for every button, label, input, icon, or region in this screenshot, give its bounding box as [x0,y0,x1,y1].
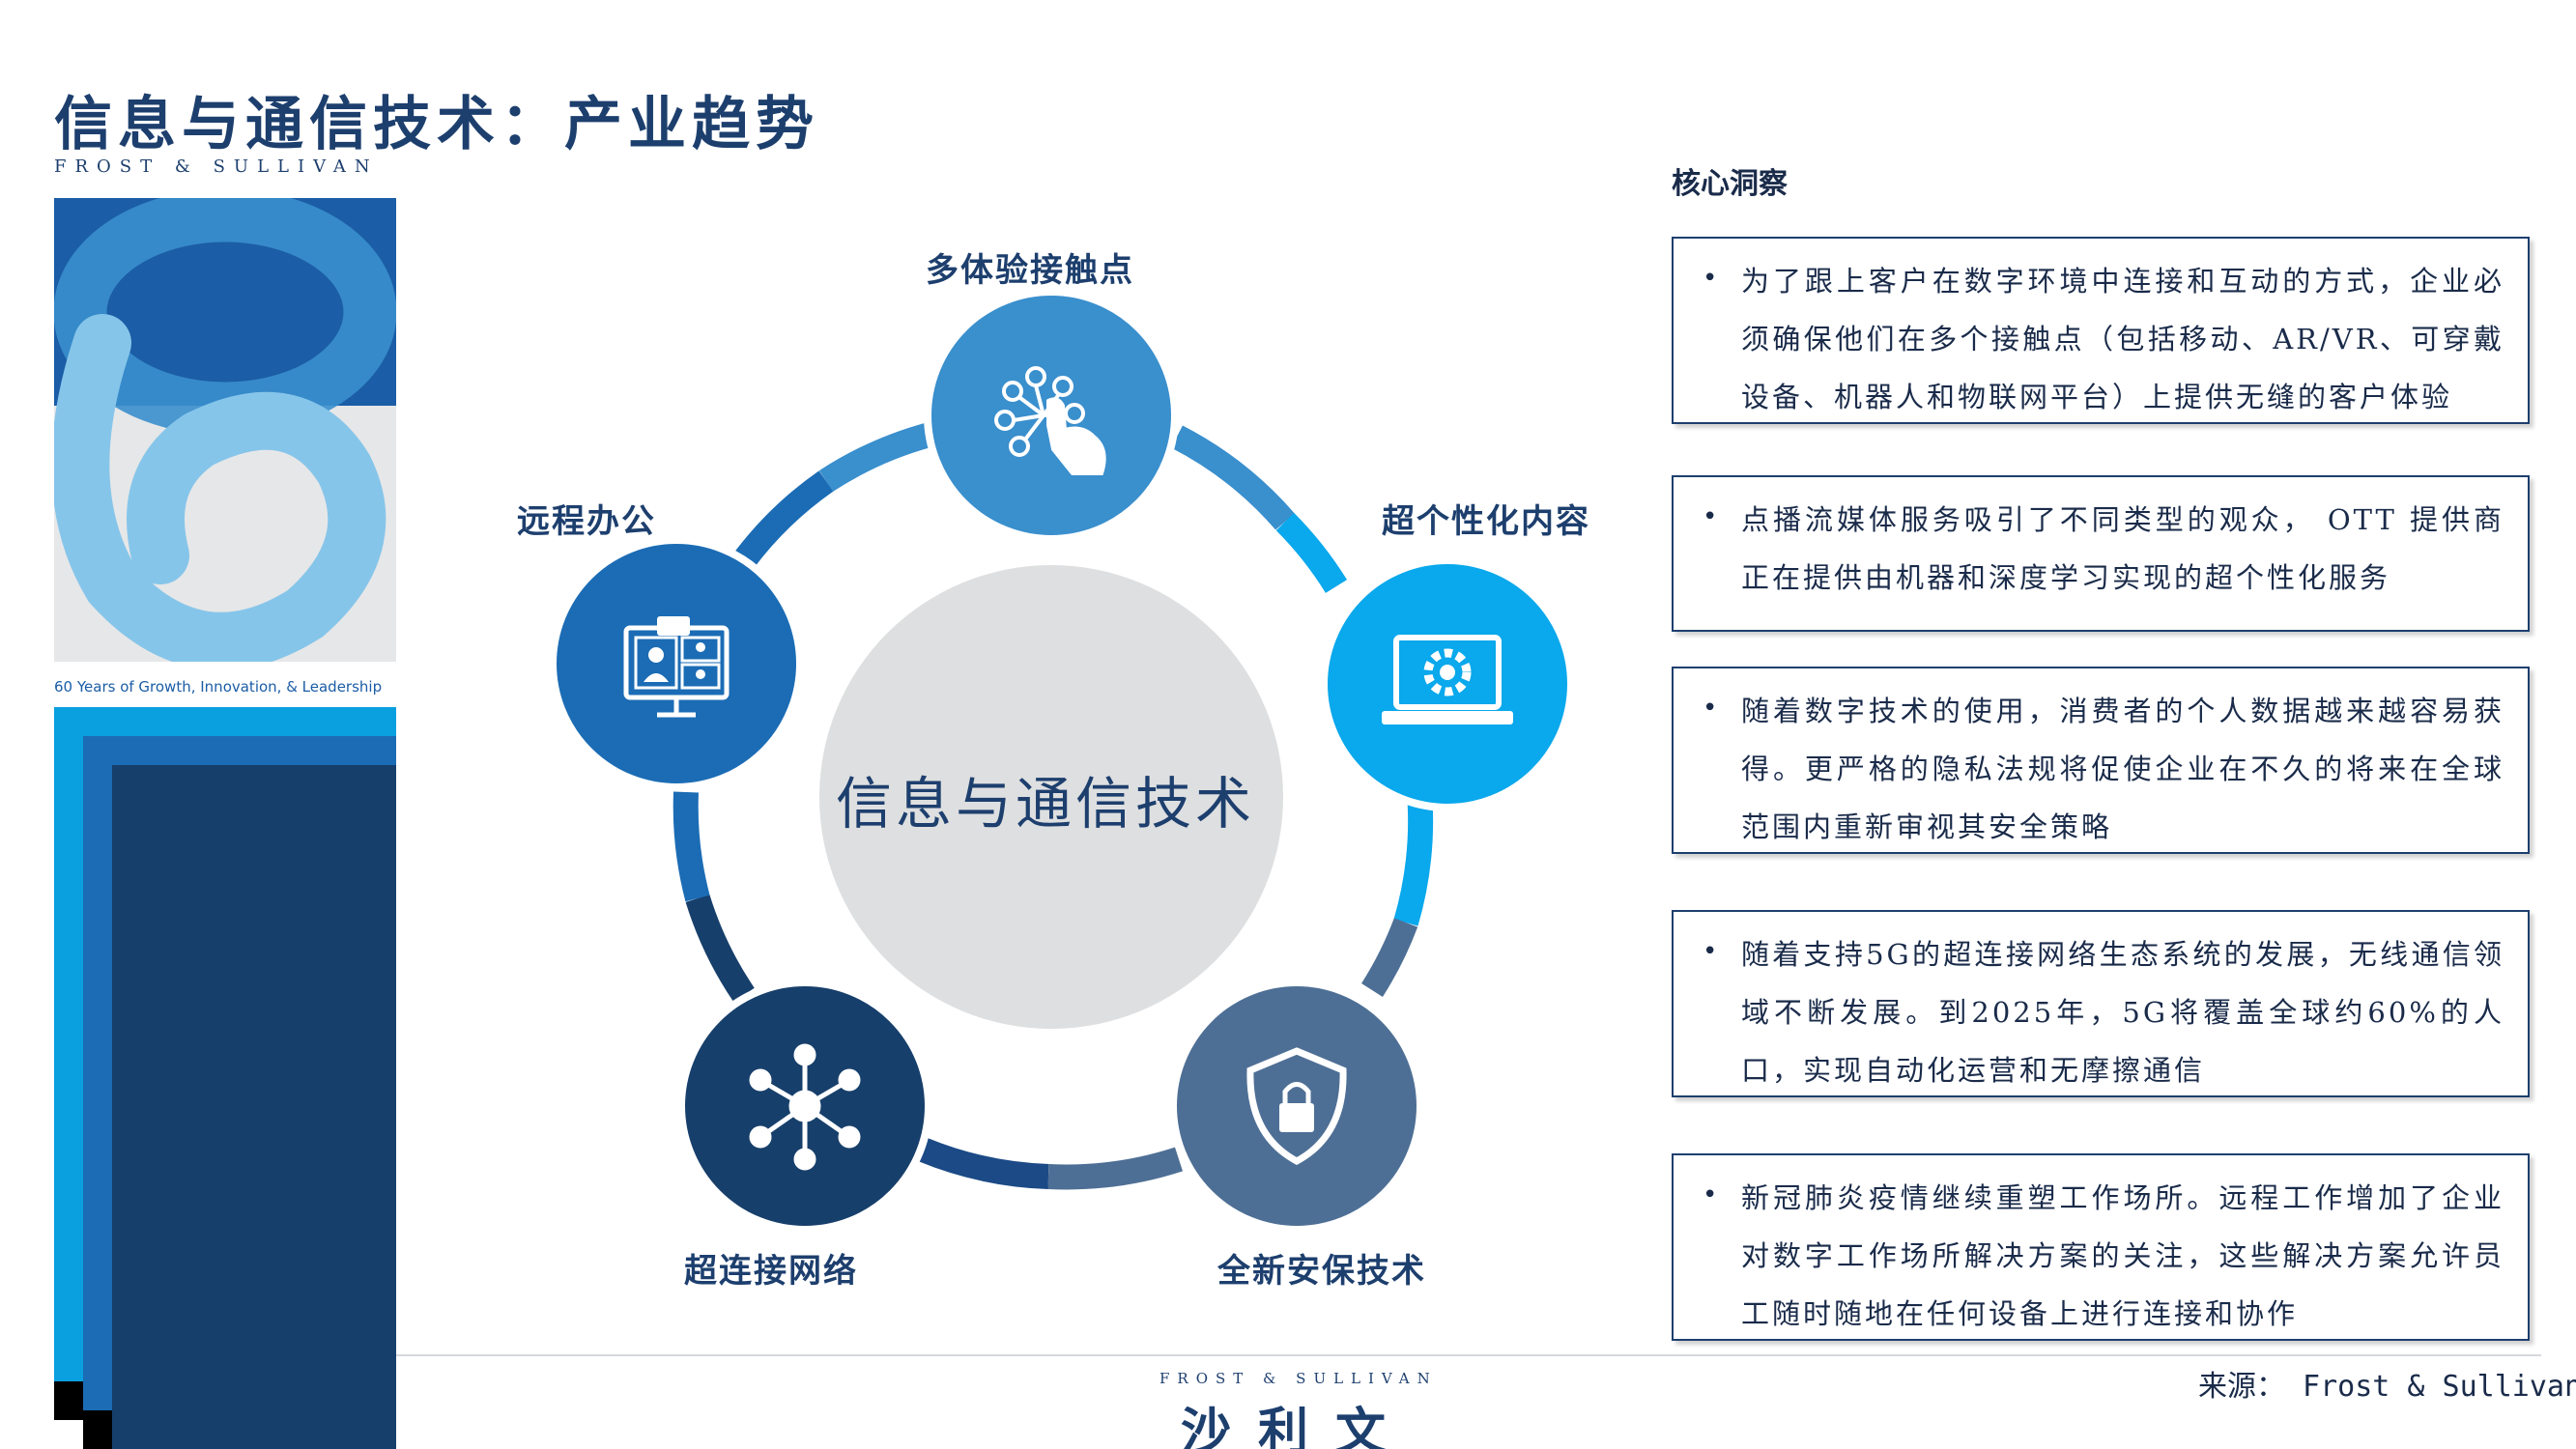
footer-brand-logo: 沙利文 [1181,1404,1414,1449]
insight-text: 点播流媒体服务吸引了不同类型的观众， OTT 提供商正在提供由机器和深度学习实现… [1741,503,2504,594]
bullet-icon: • [1703,694,1718,723]
bullet-icon: • [1703,937,1718,966]
node-label-remote: 远程办公 [517,502,656,541]
center-circle [819,565,1283,1029]
node-label-network: 超连接网络 [684,1252,858,1291]
brand-wordmark: FROST & SULLIVAN [54,156,379,177]
insight-card: • 随着支持5G的超连接网络生态系统的发展，无线通信领域不断发展。到2025年，… [1672,910,2530,1097]
insight-card: • 新冠肺炎疫情继续重塑工作场所。远程工作增加了企业对数字工作场所解决方案的关注… [1672,1153,2530,1341]
page-title: 信息与通信技术：产业趋势 [54,91,819,158]
node-label-touchpoints: 多体验接触点 [926,251,1134,290]
touch-network-icon [994,366,1106,475]
banner-stripe [54,1381,83,1420]
banner-stripe [112,765,396,1449]
node-circle-personalization [1320,556,1575,811]
insight-text: 为了跟上客户在数字环境中连接和互动的方式，企业必须确保他们在多个接触点（包括移动… [1741,265,2504,413]
insight-card: • 为了跟上客户在数字环境中连接和互动的方式，企业必须确保他们在多个接触点（包括… [1672,237,2530,424]
bullet-icon: • [1703,264,1718,293]
source-note: 来源： Frost & Sullivan [2198,1370,2576,1404]
anniversary-banner [54,198,396,1449]
node-label-security: 全新安保技术 [1217,1252,1426,1291]
footer-brand-wordmark: FROST & SULLIVAN [1159,1370,1438,1387]
footer-divider [396,1354,2541,1356]
network-hub-icon [749,1043,861,1171]
insight-card: • 点播流媒体服务吸引了不同类型的观众， OTT 提供商正在提供由机器和深度学习… [1672,475,2530,632]
number-60-graphic [54,198,396,662]
bullet-icon: • [1703,1180,1718,1209]
insights-heading: 核心洞察 [1672,167,1788,201]
insight-text: 随着支持5G的超连接网络生态系统的发展，无线通信领域不断发展。到2025年，5G… [1741,938,2504,1087]
laptop-gear-icon [1382,635,1513,724]
insight-card: • 随着数字技术的使用，消费者的个人数据越来越容易获得。更严格的隐私法规将促使企… [1672,667,2530,854]
banner-stripe [83,1410,112,1449]
bullet-icon: • [1703,502,1718,531]
shield-lock-icon [1246,1047,1347,1165]
video-conference-icon [623,616,730,718]
insight-text: 新冠肺炎疫情继续重塑工作场所。远程工作增加了企业对数字工作场所解决方案的关注，这… [1741,1181,2504,1330]
node-label-personalization: 超个性化内容 [1382,502,1590,541]
diagram-graphic [549,288,1575,1234]
center-label: 信息与通信技术 [836,771,1256,837]
insight-text: 随着数字技术的使用，消费者的个人数据越来越容易获得。更严格的隐私法规将促使企业在… [1741,695,2504,843]
banner-tagline: 60 Years of Growth, Innovation, & Leader… [54,678,383,696]
ict-trend-diagram: 信息与通信技术 多体验接触点 超个性化内容 全新安保技术 超连接网络 远程办公 [483,232,1643,1343]
